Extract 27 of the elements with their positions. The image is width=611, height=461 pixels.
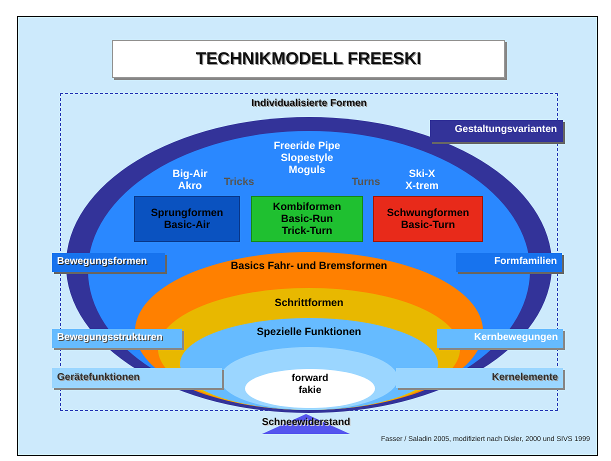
connector-word: Turns <box>350 176 382 188</box>
category-box <box>134 196 240 242</box>
box-label: Sprungformen Basic-Air <box>150 206 224 232</box>
band-label: Bewegungsformen <box>57 256 148 268</box>
ellipse-core <box>245 369 375 408</box>
layer-label: Basics Fahr- und Bremsformen <box>230 260 388 272</box>
frame-heading: Individualisierte Formen <box>251 98 367 110</box>
layer-label: Schrittformen <box>274 297 344 310</box>
category-box <box>373 196 483 242</box>
band <box>52 329 182 348</box>
band-label: Kernbewegungen <box>474 332 558 344</box>
band-label: Kernelemente <box>492 372 558 384</box>
band <box>52 253 165 272</box>
band-label: Gestaltungsvarianten <box>454 124 557 136</box>
category-box <box>251 196 363 242</box>
connector-word: Tricks <box>222 176 256 188</box>
box-label: Kombiformen Basic-Run Trick-Turn <box>272 200 342 238</box>
category-note: Ski-X X-trem <box>404 168 440 192</box>
category-note: Big-Air Akro <box>172 168 208 192</box>
layer-label: forward fakie <box>290 373 330 396</box>
box-label: Schwungformen Basic-Turn <box>386 206 470 232</box>
band-label: Formfamilien <box>494 256 557 268</box>
layer-label: Spezielle Funktionen <box>256 326 362 338</box>
category-note: Freeride Pipe Slopestyle Moguls <box>272 140 342 176</box>
band-label: Gerätefunktionen <box>57 372 140 384</box>
title: TECHNIKMODELL FREESKI <box>112 40 505 78</box>
band-label: Bewegungsstrukturen <box>57 332 163 344</box>
